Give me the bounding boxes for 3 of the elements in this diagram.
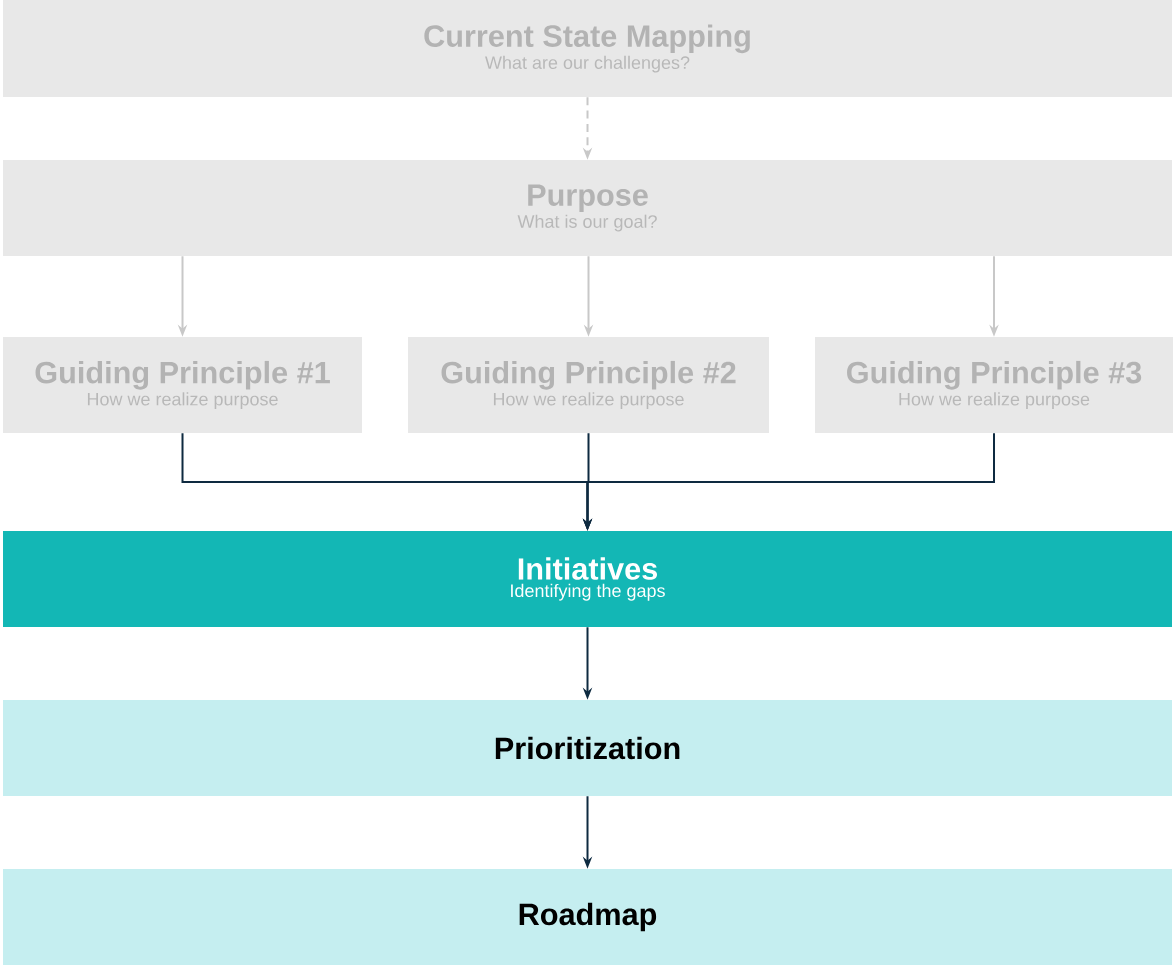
- process-box: Roadmap: [3, 869, 1172, 965]
- process-box: Prioritization: [3, 700, 1172, 796]
- process-box: Initiatives Identifying the gaps: [3, 531, 1172, 627]
